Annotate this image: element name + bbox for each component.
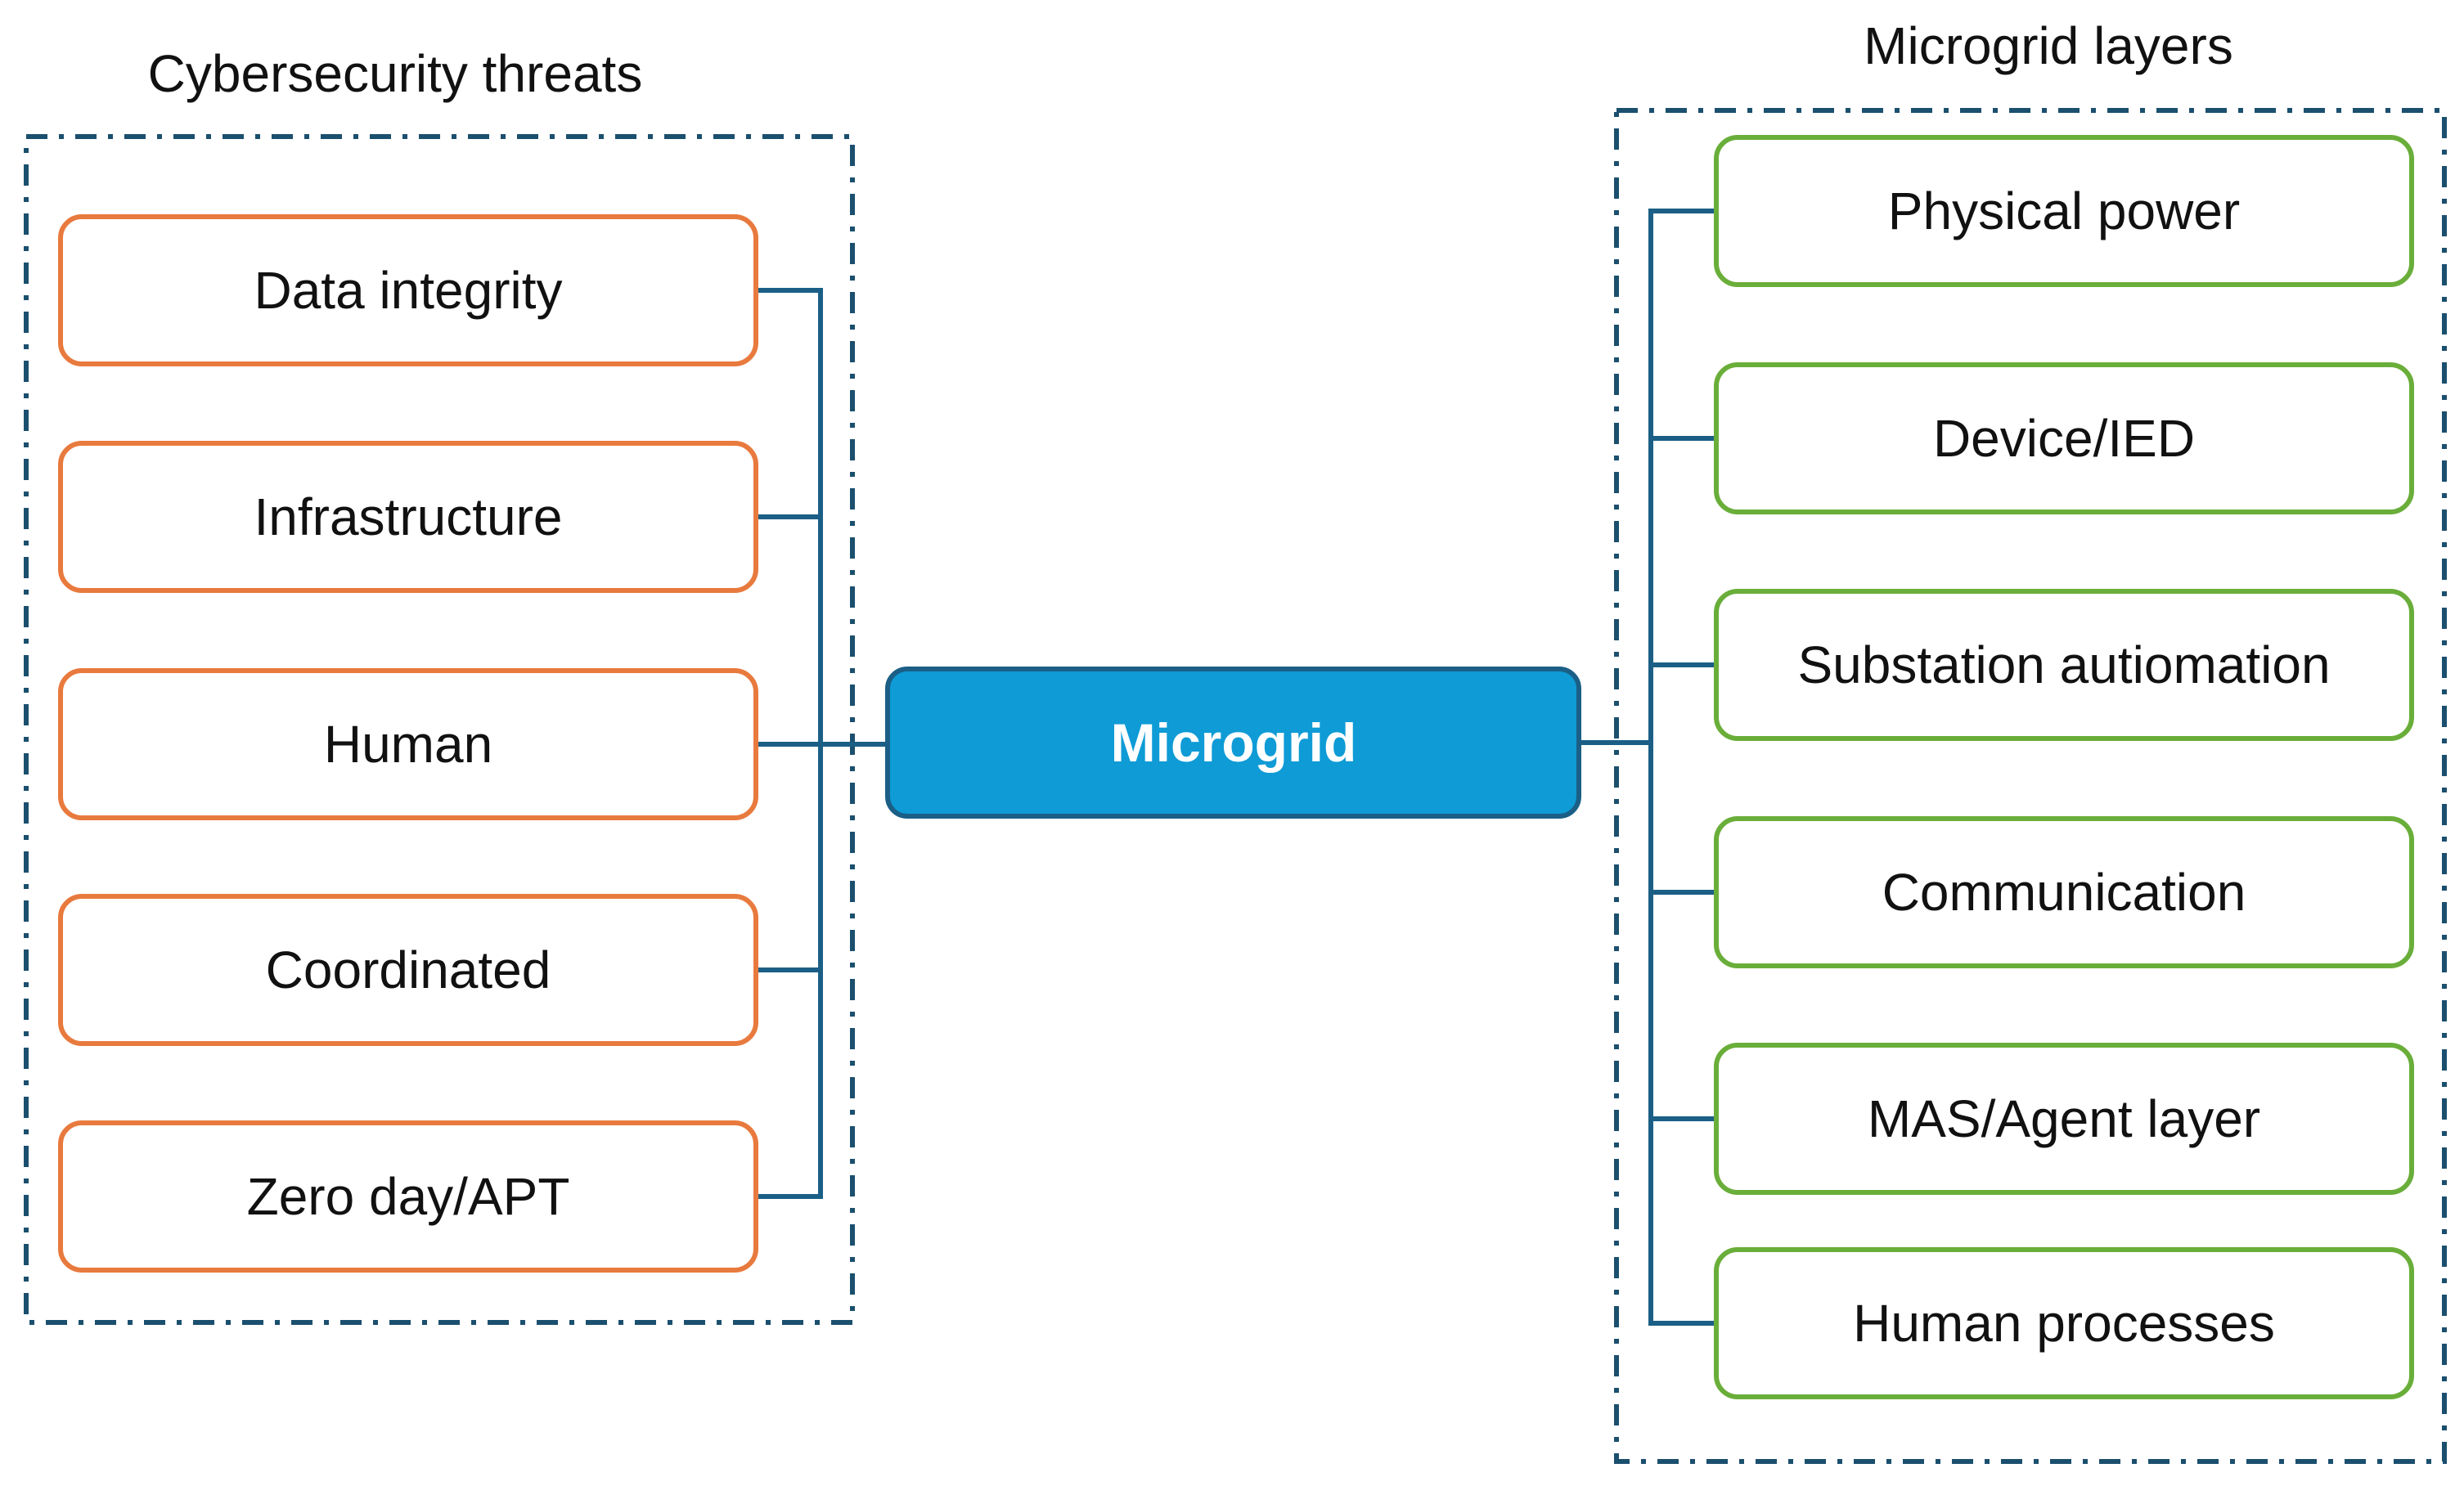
layer-label: Communication bbox=[1882, 863, 2246, 922]
threat-box bbox=[58, 441, 758, 593]
threat-label: Data integrity bbox=[254, 261, 562, 320]
layer-label: MAS/Agent layer bbox=[1868, 1089, 2260, 1148]
threat-label: Infrastructure bbox=[254, 487, 562, 546]
threat-label: Human bbox=[324, 715, 492, 774]
threats-group-frame bbox=[24, 134, 855, 1325]
threats-title: Cybersecurity threats bbox=[148, 44, 643, 103]
layer-label: Device/IED bbox=[1933, 409, 2195, 468]
layer-box bbox=[1714, 135, 2414, 287]
layer-label: Human processes bbox=[1853, 1294, 2275, 1353]
layer-box bbox=[1714, 1043, 2414, 1195]
layers-group-frame bbox=[1614, 108, 2447, 1464]
layer-label: Physical power bbox=[1888, 182, 2240, 240]
threat-box bbox=[58, 668, 758, 820]
threat-label: Coordinated bbox=[266, 941, 551, 999]
layers-title: Microgrid layers bbox=[1864, 16, 2233, 75]
layer-box bbox=[1714, 589, 2414, 741]
layer-box bbox=[1714, 816, 2414, 968]
microgrid-label: Microgrid bbox=[1111, 712, 1357, 773]
threat-box bbox=[58, 1120, 758, 1273]
layer-box bbox=[1714, 362, 2414, 514]
threat-box bbox=[58, 214, 758, 366]
threat-label: Zero day/APT bbox=[247, 1167, 570, 1226]
microgrid-node bbox=[885, 667, 1581, 819]
layer-box bbox=[1714, 1247, 2414, 1399]
threat-box bbox=[58, 894, 758, 1046]
layer-label: Substation autiomation bbox=[1797, 635, 2330, 694]
